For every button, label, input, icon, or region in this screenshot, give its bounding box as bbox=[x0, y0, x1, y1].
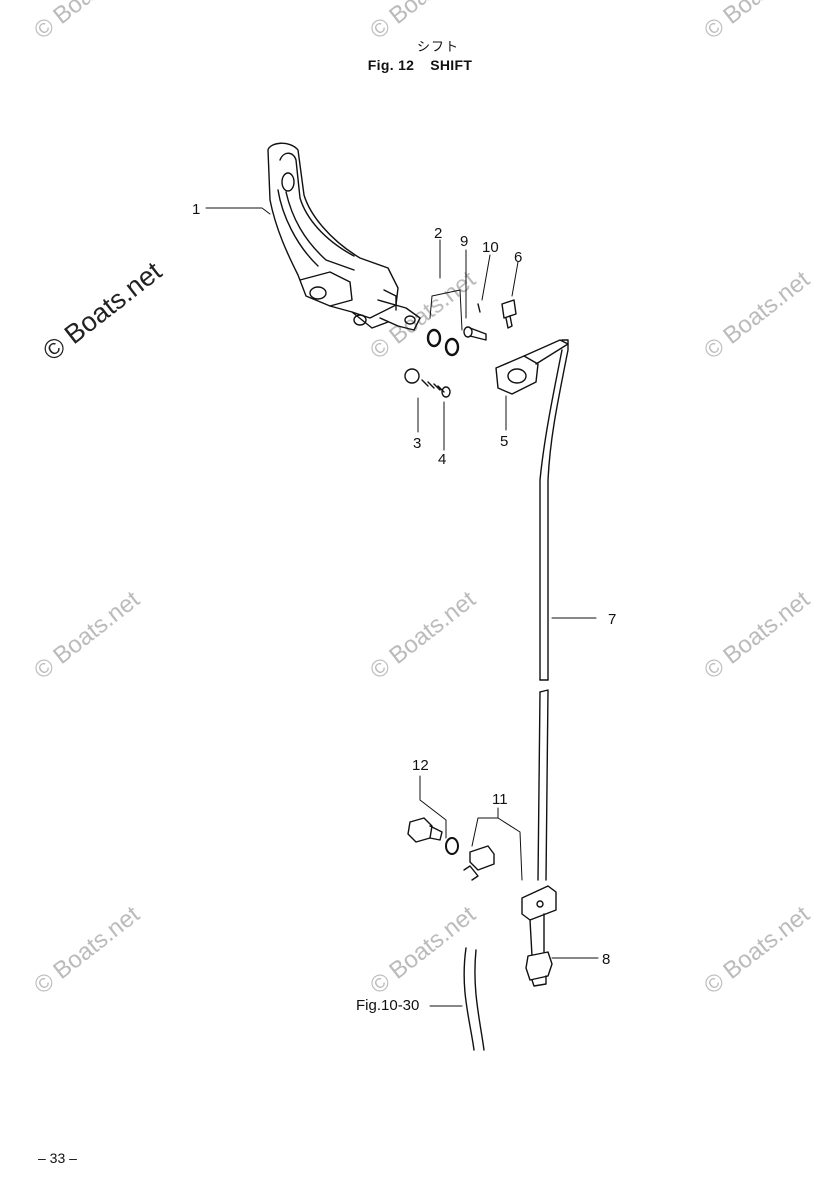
rod-clip-part-11 bbox=[463, 845, 495, 881]
watermark: © Boats.net bbox=[699, 586, 815, 685]
spring-part-4 bbox=[421, 379, 451, 398]
bolt-part-6 bbox=[501, 299, 517, 329]
page-number: – 33 – bbox=[38, 1150, 77, 1166]
shift-rod-lower bbox=[537, 689, 549, 881]
figure-header: シフト Fig. 12 SHIFT bbox=[0, 36, 840, 73]
steel-ball-part-3 bbox=[404, 368, 420, 384]
callout-label: 3 bbox=[413, 435, 421, 452]
pin-part-10 bbox=[477, 303, 481, 313]
reference-label: Fig.10-30 bbox=[356, 997, 419, 1014]
figure-number: Fig. 12 bbox=[367, 57, 415, 73]
figure-title-japanese: シフト bbox=[416, 40, 459, 55]
watermark: © Boats.net bbox=[37, 256, 167, 367]
shift-rod-part-7 bbox=[539, 339, 569, 681]
callout-label: 10 bbox=[482, 239, 499, 256]
callout-label: 1 bbox=[192, 201, 200, 218]
rod-connector-block bbox=[521, 885, 557, 957]
callout-label: 4 bbox=[438, 451, 446, 468]
watermark: © Boats.net bbox=[29, 0, 145, 45]
callout-label: 9 bbox=[460, 233, 468, 250]
watermark: © Boats.net bbox=[365, 586, 481, 685]
o-ring-washers bbox=[426, 328, 460, 357]
callout-label: 2 bbox=[434, 225, 442, 242]
callout-label: 5 bbox=[500, 433, 508, 450]
watermark: © Boats.net bbox=[365, 0, 481, 45]
callout-label: 8 bbox=[602, 951, 610, 968]
watermark-layer: © Boats.net © Boats.net © Boats.net © Bo… bbox=[29, 0, 815, 1000]
figure-name: SHIFT bbox=[430, 57, 473, 73]
watermark: © Boats.net bbox=[29, 586, 145, 685]
shift-lever-bracket bbox=[267, 142, 421, 331]
reference-rod-fig-10-30 bbox=[463, 947, 485, 1051]
callout-label: 7 bbox=[608, 611, 616, 628]
leader-lines bbox=[205, 207, 599, 1007]
watermark: © Boats.net bbox=[699, 0, 815, 45]
watermark: © Boats.net bbox=[29, 901, 145, 1000]
rod-end-part-8 bbox=[525, 951, 553, 987]
watermark: © Boats.net bbox=[699, 901, 815, 1000]
bolt-washer-part-12 bbox=[407, 817, 459, 855]
screw-part-9 bbox=[463, 326, 487, 341]
callout-label: 11 bbox=[492, 791, 508, 808]
callout-label: 6 bbox=[514, 249, 522, 266]
callout-labels: 1 2 9 10 6 3 4 5 7 12 11 8 Fig.10-30 bbox=[192, 201, 616, 1014]
figure-caption: Fig. 12 SHIFT bbox=[0, 57, 840, 73]
shift-arm-part-5 bbox=[495, 339, 569, 395]
watermark: © Boats.net bbox=[699, 266, 815, 365]
watermark: © Boats.net bbox=[365, 901, 481, 1000]
callout-label: 12 bbox=[412, 757, 429, 774]
